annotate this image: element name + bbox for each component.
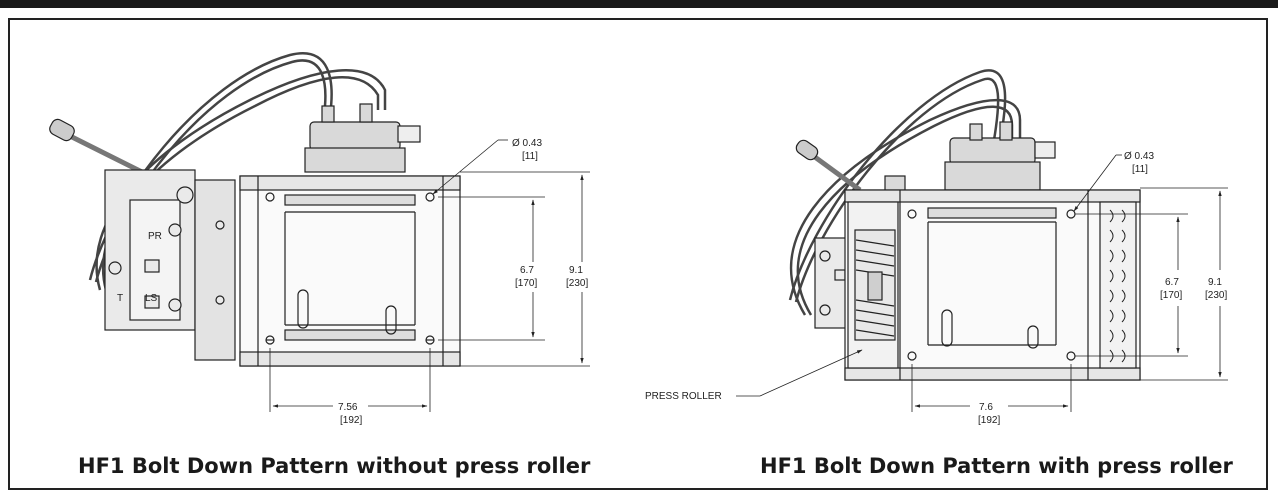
right-roller-springs (1109, 209, 1126, 363)
right-outer-height: 9.1 (1208, 277, 1222, 288)
left-side-panel (104, 169, 236, 361)
right-hoses (788, 69, 1022, 316)
left-outer-height: 9.1 (569, 265, 583, 276)
left-width: 7.56 (338, 402, 358, 413)
left-motor-head (304, 103, 421, 173)
left-cable (49, 118, 152, 179)
left-base-plate (239, 175, 461, 367)
left-width-mm: [192] (340, 415, 362, 426)
right-dimensions (736, 154, 1228, 412)
left-inner-height: 6.7 (520, 265, 534, 276)
panel-label-ls: LS (145, 293, 158, 304)
left-inner-height-mm: [170] (515, 278, 537, 289)
left-outer-height-mm: [230] (566, 278, 588, 289)
right-outer-height-mm: [230] (1205, 290, 1227, 301)
right-hole-diameter-mm: [11] (1132, 164, 1148, 175)
panel-label-t: T (117, 293, 123, 304)
press-roller (854, 229, 896, 341)
right-hole-diameter: Ø 0.43 (1124, 151, 1154, 162)
left-figure (49, 52, 590, 412)
panel-label-pr: PR (148, 231, 162, 242)
right-width: 7.6 (979, 402, 993, 413)
top-bar (0, 0, 1278, 8)
right-inner-height: 6.7 (1165, 277, 1179, 288)
right-width-mm: [192] (978, 415, 1000, 426)
press-roller-callout: PRESS ROLLER (645, 391, 722, 402)
right-side-panel (814, 237, 851, 329)
left-hole-diameter-mm: [11] (522, 151, 538, 162)
left-dimensions (269, 139, 590, 412)
left-caption: HF1 Bolt Down Pattern without press roll… (78, 454, 591, 478)
right-cable (795, 139, 862, 193)
right-figure (736, 69, 1228, 412)
right-caption: HF1 Bolt Down Pattern with press roller (760, 454, 1233, 478)
right-motor-head (884, 121, 1056, 195)
left-hole-diameter: Ø 0.43 (512, 138, 542, 149)
right-inner-height-mm: [170] (1160, 290, 1182, 301)
